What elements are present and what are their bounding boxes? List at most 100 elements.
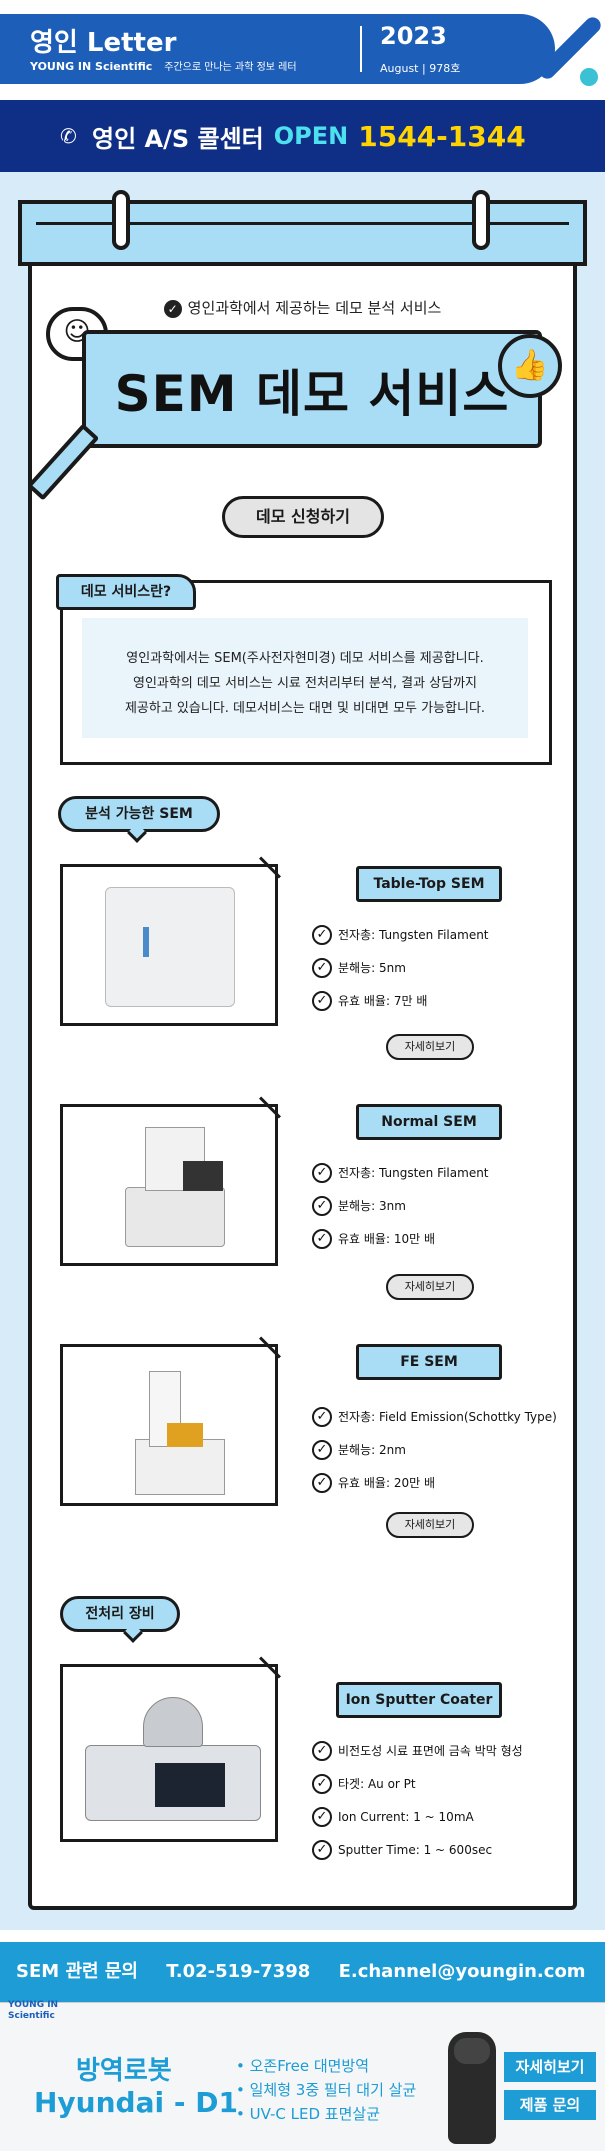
ad-feature-text: 오존Free 대면방역: [249, 2057, 370, 2075]
brand-subtitle: YOUNG IN Scientific 주간으로 만나는 과학 정보 레터: [30, 58, 297, 73]
header-dot-decoration: [580, 68, 598, 86]
check-circle-icon: ✓: [312, 1195, 332, 1216]
spec-item: ✓ 분해능: 2nm: [312, 1433, 592, 1466]
product-image-frame[interactable]: [60, 1344, 278, 1506]
check-circle-icon: ✓: [312, 1162, 332, 1183]
product-spec-list: ✓ 전자총: Tungsten Filament ✓ 분해능: 3nm ✓ 유효 배율…: [312, 1156, 592, 1255]
ad-feature: • 일체형 3중 필터 대기 살균: [236, 2081, 417, 2099]
issue-year: 2023: [380, 22, 447, 50]
header-divider: [360, 26, 362, 72]
spec-text: 분해능: 2nm: [338, 1443, 406, 1457]
callcenter-banner[interactable]: ✆ 영인 A/S 콜센터 OPEN 1544-1344: [0, 100, 605, 172]
about-text: 영인과학에서는 SEM(주사전자현미경) 데모 서비스를 제공합니다. 영인과학…: [82, 646, 528, 721]
fe-sem-image: [135, 1439, 225, 1495]
robot-head: [454, 2038, 490, 2064]
spec-text: 비전도성 시료 표면에 금속 박막 형성: [338, 1744, 523, 1758]
thumbs-up-icon: 👍: [498, 334, 562, 398]
ad-headline: 방역로봇: [76, 2056, 172, 2086]
product-name: Table-Top SEM: [356, 866, 502, 902]
contact-tel[interactable]: T.02-519-7398: [166, 1961, 311, 1982]
spec-text: 전자총: Tungsten Filament: [338, 1166, 489, 1180]
apply-demo-button[interactable]: 데모 신청하기: [222, 496, 384, 538]
hero-intro-text: 영인과학에서 제공하는 데모 분석 서비스: [187, 299, 442, 317]
product-spec-list: ✓ 비전도성 시료 표면에 금속 박막 형성 ✓ 타겟: Au or Pt ✓ Ion…: [312, 1734, 592, 1866]
check-circle-icon: ✓: [312, 990, 332, 1011]
spec-text: 분해능: 5nm: [338, 961, 406, 975]
normal-sem-chamber: [183, 1161, 223, 1191]
binder-ring-left: [112, 190, 130, 250]
check-icon: ✓: [163, 299, 182, 318]
ad-detail-button[interactable]: 자세히보기: [504, 2052, 596, 2082]
spec-text: 분해능: 3nm: [338, 1199, 406, 1213]
spec-item: ✓ Ion Current: 1 ~ 10mA: [312, 1800, 592, 1833]
check-circle-icon: ✓: [312, 1439, 332, 1460]
spec-item: ✓ 타겟: Au or Pt: [312, 1767, 592, 1800]
ad-feature: • UV-C LED 표면살균: [236, 2105, 380, 2123]
issue-number: August | 978호: [380, 62, 461, 75]
spec-item: ✓전자총: Tungsten Filament: [312, 918, 592, 951]
spec-item: ✓ 비전도성 시료 표면에 금속 박막 형성: [312, 1734, 592, 1767]
normal-sem-image: [125, 1187, 225, 1247]
sputter-coater-screen: [155, 1763, 225, 1807]
about-line: 영인과학의 데모 서비스는 시료 전처리부터 분석, 결과 상담까지: [132, 676, 478, 691]
spec-item: ✓ 전자총: Tungsten Filament: [312, 1156, 592, 1189]
product-image-frame[interactable]: [60, 1104, 278, 1266]
phone-icon: ✆: [60, 124, 77, 148]
brand-en: YOUNG IN Scientific: [30, 60, 153, 73]
contact-email[interactable]: E.channel@youngin.com: [338, 1961, 586, 1982]
check-circle-icon: ✓: [312, 1806, 332, 1827]
spec-item: ✓ 유효 배율: 7만 배: [312, 984, 592, 1017]
check-circle-icon: ✓: [312, 924, 332, 945]
spec-item: ✓ Sputter Time: 1 ~ 600sec: [312, 1833, 592, 1866]
spec-item: ✓ 유효 배율: 10만 배: [312, 1222, 592, 1255]
check-circle-icon: ✓: [312, 1773, 332, 1794]
product-name: Normal SEM: [356, 1104, 502, 1140]
contact-label: SEM 관련 문의: [16, 1961, 138, 1982]
spec-text: Ion Current: 1 ~ 10mA: [338, 1809, 474, 1824]
ad-logo: YOUNG IN Scientific: [8, 2000, 59, 2021]
check-circle-icon: ✓: [312, 1839, 332, 1860]
spec-text: 유효 배율: 7만 배: [338, 994, 428, 1008]
ad-feature: • 오존Free 대면방역: [236, 2057, 370, 2075]
ad-feature-list: • 오존Free 대면방역 • 일체형 3중 필터 대기 살균 • UV-C L…: [236, 2054, 416, 2126]
product-image-frame[interactable]: [60, 1664, 278, 1842]
detail-button[interactable]: 자세히보기: [386, 1274, 474, 1300]
spec-item: ✓ 분해능: 3nm: [312, 1189, 592, 1222]
hero-intro: ✓ 영인과학에서 제공하는 데모 분석 서비스: [0, 297, 605, 318]
ad-inquiry-button[interactable]: 제품 문의: [504, 2090, 596, 2120]
binder-ring-right: [472, 190, 490, 250]
ad-feature-text: UV-C LED 표면살균: [249, 2105, 380, 2123]
spec-text: 타겟: Au or Pt: [338, 1777, 416, 1791]
product-image-frame[interactable]: [60, 864, 278, 1026]
sem-accent-stripe: [143, 927, 149, 957]
about-inner: [82, 618, 528, 738]
spec-text: Sputter Time: 1 ~ 600sec: [338, 1842, 493, 1857]
card-header-line: [36, 222, 569, 225]
hero-title: SEM 데모 서비스: [114, 365, 510, 423]
brand-title: 영인 Letter: [30, 28, 177, 58]
callcenter-open: OPEN: [273, 122, 349, 150]
spec-item: ✓ 전자총: Field Emission(Schottky Type): [312, 1400, 592, 1433]
card-header-strip: [18, 200, 587, 266]
spec-text: 전자총: Field Emission(Schottky Type): [338, 1410, 557, 1424]
spec-item: ✓유효 배율: 20만 배: [312, 1466, 592, 1499]
spec-item: ✓ 분해능: 5nm: [312, 951, 592, 984]
product-name: Ion Sputter Coater: [336, 1682, 502, 1718]
check-circle-icon: ✓: [312, 1740, 332, 1761]
check-circle-icon: ✓: [312, 1406, 332, 1427]
product-spec-list: ✓전자총: Tungsten Filament ✓ 분해능: 5nm ✓ 유효 배율…: [312, 918, 592, 1017]
tabletop-sem-image: [105, 887, 235, 1007]
newsletter-header: 영인 Letter YOUNG IN Scientific 주간으로 만나는 과학…: [0, 0, 605, 100]
detail-button[interactable]: 자세히보기: [386, 1034, 474, 1060]
spec-text: 유효 배율: 10만 배: [338, 1232, 435, 1246]
prep-section-tag: 전처리 장비: [60, 1596, 180, 1632]
product-spec-list: ✓ 전자총: Field Emission(Schottky Type) ✓ 분해능…: [312, 1400, 592, 1499]
spec-text: 유효 배율: 20만 배: [338, 1476, 435, 1490]
brand-tagline: 주간으로 만나는 과학 정보 레터: [164, 62, 297, 73]
sputter-coater-dome: [143, 1697, 203, 1747]
about-line: 제공하고 있습니다. 데모서비스는 대면 및 비대면 모두 가능합니다.: [124, 701, 486, 716]
check-circle-icon: ✓: [312, 957, 332, 978]
detail-button[interactable]: 자세히보기: [386, 1512, 474, 1538]
check-circle-icon: ✓: [312, 1228, 332, 1249]
content-card: [28, 230, 577, 1910]
